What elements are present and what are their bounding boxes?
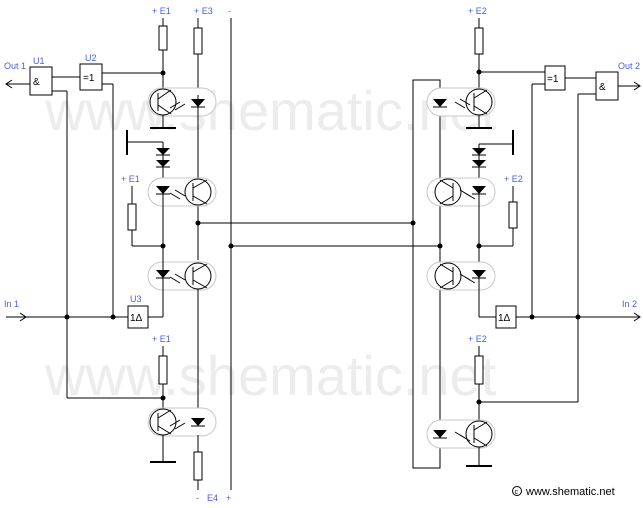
gate-u2-label: U2 <box>85 53 97 63</box>
label-e3-top: + E3 <box>194 6 213 16</box>
label-e4-plus: + <box>226 493 231 503</box>
gate-u2-symbol: =1 <box>83 73 95 84</box>
label-e1-top: + E1 <box>152 6 171 16</box>
terminal-out2: Out 2 <box>618 61 640 71</box>
label-e2-lower: + E2 <box>468 334 487 344</box>
label-e2-top: + E2 <box>468 6 487 16</box>
terminal-in2: In 2 <box>622 299 637 309</box>
optocoupler-1 <box>147 87 217 117</box>
label-e1-mid: + E1 <box>121 174 140 184</box>
gate-r-xor-symbol: =1 <box>547 74 559 85</box>
resistor-e4 <box>193 451 203 481</box>
gate-u3-label: U3 <box>130 294 142 304</box>
label-e4: E4 <box>207 493 218 503</box>
gate-r-and-symbol: & <box>599 82 606 93</box>
terminal-out1: Out 1 <box>4 61 26 71</box>
gate-u1-label: U1 <box>33 56 45 66</box>
credit-text: www.shematic.net <box>525 486 615 498</box>
gate-u3-symbol: 1Δ <box>130 313 143 324</box>
resistor-e1-top <box>158 25 168 51</box>
label-e4-minus: - <box>196 493 199 503</box>
watermark-bottom: www.shematic.net <box>44 344 497 407</box>
right-circuit <box>412 18 641 469</box>
label-e2-mid: + E2 <box>504 174 523 184</box>
label-e1-lower: + E1 <box>152 334 171 344</box>
gate-u1-symbol: & <box>33 77 40 88</box>
copyright-glyph: c <box>515 489 519 496</box>
gate-r-schmitt-symbol: 1Δ <box>498 313 511 324</box>
label-minus-top: - <box>228 6 231 16</box>
copyright-icon <box>512 486 522 496</box>
resistor-e2-mid <box>508 201 518 229</box>
terminal-in1: In 1 <box>4 299 19 309</box>
resistor-e2-top <box>474 27 484 55</box>
resistor-e2-lower <box>474 355 484 385</box>
watermark-top: www.shematic.net <box>44 79 497 142</box>
resistor-e1-mid <box>127 203 137 231</box>
left-circuit <box>5 18 217 490</box>
gate-u1-and <box>29 66 53 96</box>
resistor-e3-top <box>193 27 203 55</box>
resistor-e1-lower <box>158 355 168 385</box>
optocoupler-4 <box>147 407 217 437</box>
